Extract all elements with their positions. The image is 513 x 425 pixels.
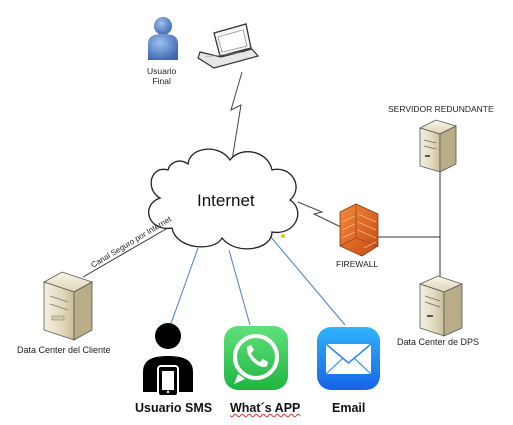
whatsapp-line [228, 249, 251, 326]
person-icon [148, 17, 178, 60]
lightning-link-user [230, 71, 243, 161]
cloud-icon [148, 148, 299, 250]
whatsapp-label: What´s APP [230, 401, 301, 415]
internet-label: Internet [197, 191, 255, 210]
laptop-icon [197, 23, 260, 69]
email-label: Email [332, 401, 366, 415]
server-icon-client [43, 271, 93, 341]
sms-line [167, 247, 199, 333]
phone-person-icon [143, 323, 193, 397]
email-line [264, 229, 346, 326]
whatsapp-icon [224, 326, 288, 390]
secure-channel-label: Canal Seguro por Internet [89, 214, 173, 270]
firewall-label: FIREWALL [336, 259, 379, 269]
server-icon-dps [418, 275, 464, 337]
dps-datacenter-label: Data Center de DPS [397, 337, 480, 347]
client-datacenter-label: Data Center del Cliente [17, 345, 111, 355]
server-icon [418, 119, 458, 173]
firewall-icon [339, 203, 379, 257]
lightning-link-firewall [297, 201, 344, 229]
connections [82, 71, 441, 333]
email-icon [317, 327, 380, 390]
redundant-server-label: SERVIDOR REDUNDANTE [388, 104, 494, 114]
sms-user-label: Usuario SMS [135, 401, 213, 415]
end-user-label: Usuario Final [147, 66, 177, 86]
